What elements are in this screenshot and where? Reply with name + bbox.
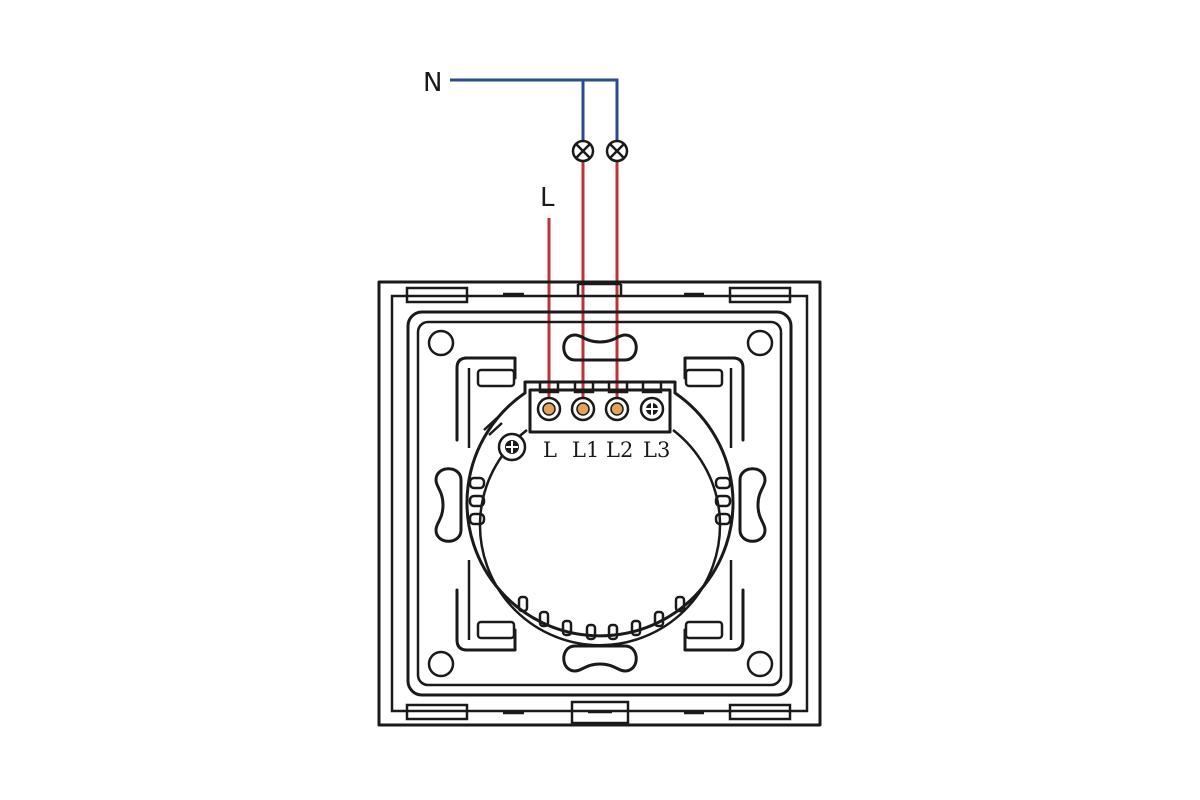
mount-hole xyxy=(746,650,774,678)
mount-hole xyxy=(746,329,774,357)
switch-backplate: L L1 L2 L3 xyxy=(377,280,822,727)
bottom-tab xyxy=(405,703,469,721)
terminal-label-l3: L3 xyxy=(643,438,670,462)
top-slot xyxy=(562,333,638,362)
inner-frame xyxy=(390,294,809,713)
bottom-clip xyxy=(570,700,630,725)
neutral-label: N xyxy=(423,68,442,98)
corner-clip xyxy=(684,620,724,640)
ground-screw-icon xyxy=(497,432,527,462)
mount-hole xyxy=(427,650,455,678)
module-inner-ring xyxy=(478,429,722,647)
top-tab xyxy=(405,286,469,304)
side-ridges xyxy=(468,476,732,526)
bottom-tab xyxy=(728,703,792,721)
lamp-cross-circle-icon xyxy=(571,139,595,163)
live-label: L xyxy=(540,183,555,213)
terminal-screw-icon xyxy=(604,396,630,422)
module-body xyxy=(465,380,735,638)
mounting-plate-inner xyxy=(416,320,783,687)
corner-clip xyxy=(476,620,516,640)
terminal-screw-icon xyxy=(570,396,596,422)
left-slot xyxy=(434,467,463,543)
right-slot xyxy=(738,467,767,543)
module-ridges xyxy=(517,595,686,641)
bottom-slot xyxy=(562,644,638,673)
inner-bracket xyxy=(455,356,745,652)
corner-clip xyxy=(684,368,724,388)
terminal-label-l: L xyxy=(543,438,557,462)
mount-hole xyxy=(427,329,455,357)
mounting-plate xyxy=(406,310,793,697)
terminal-screw-icon xyxy=(639,396,665,422)
neutral-wires xyxy=(450,78,619,141)
terminal-label-l2: L2 xyxy=(606,438,633,462)
neutral-wire xyxy=(450,78,619,141)
corner-clip xyxy=(476,368,516,388)
terminal-screw-icon xyxy=(536,396,562,422)
outer-frame xyxy=(377,280,822,727)
top-tab xyxy=(728,286,792,304)
terminal-label-l1: L1 xyxy=(572,438,599,462)
lamp-cross-circle-icon xyxy=(605,139,629,163)
